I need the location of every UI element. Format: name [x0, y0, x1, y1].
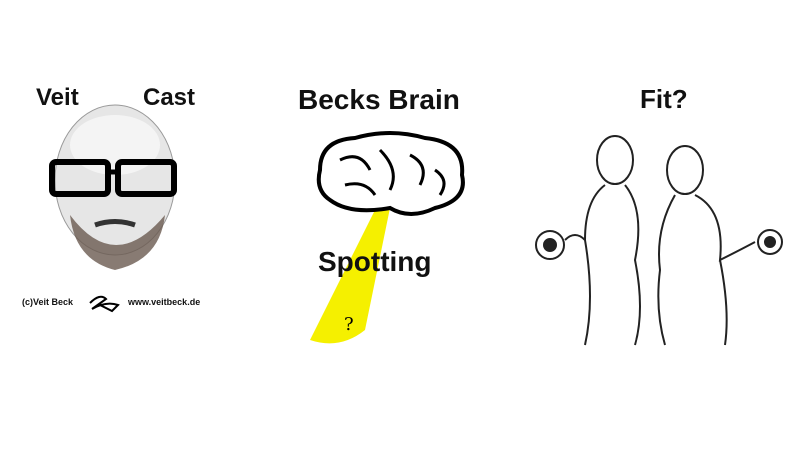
portrait-sketch [49, 104, 177, 270]
becks-brain-title: Becks Brain [298, 84, 460, 115]
brain-sketch: ? [310, 131, 465, 344]
question-mark: ? [344, 314, 354, 335]
copyright-text: (c)Veit Beck [22, 297, 74, 307]
spotting-subtitle: Spotting [318, 246, 432, 277]
veit-title: Veit [36, 84, 79, 111]
website-link[interactable]: www.veitbeck.de [128, 297, 201, 307]
cast-title: Cast [143, 84, 196, 111]
fitness-figures-sketch [535, 135, 783, 346]
fit-title: Fit? [640, 84, 688, 114]
signature-icon [89, 295, 120, 313]
